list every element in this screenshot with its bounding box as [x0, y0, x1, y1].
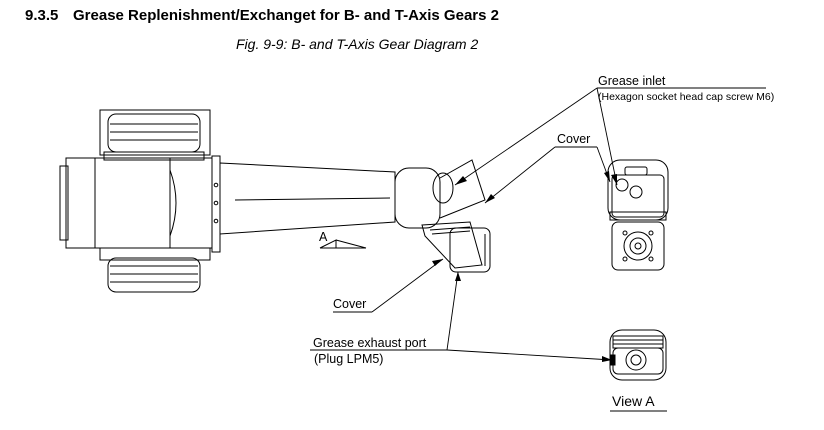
- grease-inlet-detail-label: (Hexagon socket head cap screw M6): [598, 91, 775, 103]
- view-marker-arrow: [319, 239, 367, 249]
- figure-caption: Fig. 9-9: B- and T-Axis Gear Diagram 2: [236, 36, 479, 52]
- view-a-label: View A: [612, 393, 655, 409]
- grease-exhaust-detail-label: (Plug LPM5): [314, 352, 384, 366]
- view-marker-label: A: [319, 230, 328, 244]
- end-view-drawing: [607, 159, 669, 271]
- leader-arrowheads: [432, 171, 617, 362]
- section-number: 9.3.5: [25, 7, 59, 24]
- section-heading: 9.3.5 Grease Replenishment/Exchanget for …: [25, 7, 499, 24]
- grease-inlet-label: Grease inlet: [598, 74, 666, 88]
- grease-exhaust-label: Grease exhaust port: [313, 336, 427, 350]
- robot-arm-drawing: [59, 109, 491, 293]
- leader-lines: [310, 87, 766, 412]
- cover-bottom-label: Cover: [333, 297, 367, 311]
- section-title: Grease Replenishment/Exchanget for B- an…: [73, 7, 499, 24]
- view-a-drawing: [609, 329, 667, 381]
- cover-top-label: Cover: [557, 132, 591, 146]
